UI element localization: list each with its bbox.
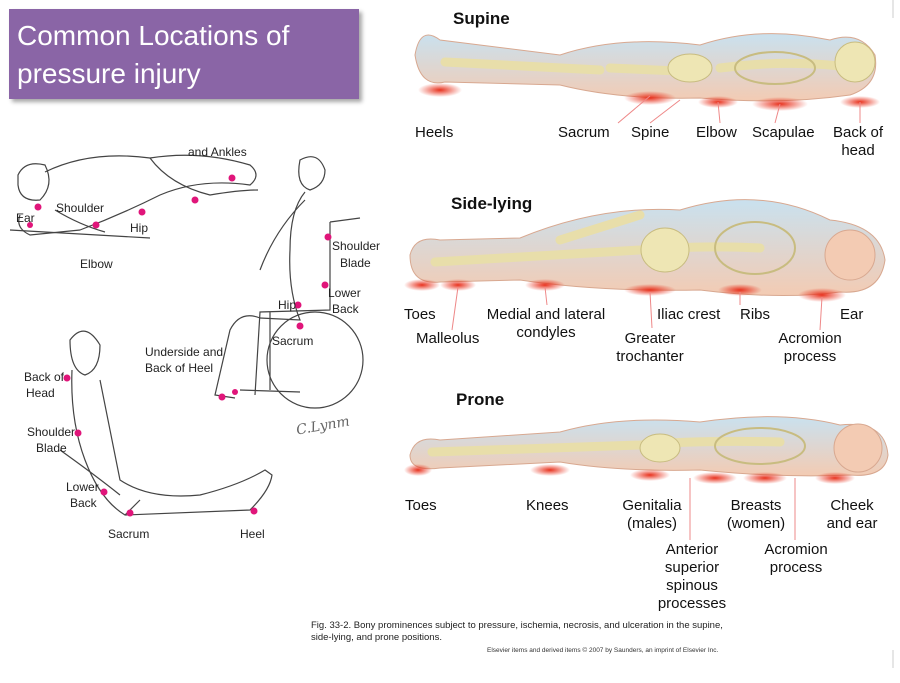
sketch-lying-figure bbox=[9, 154, 259, 239]
label-underside-2: Back of Heel bbox=[145, 361, 214, 375]
label-acromion-prone-1: Acromion bbox=[764, 541, 828, 558]
label-ribs: Ribs bbox=[740, 306, 771, 323]
caption-line-2: side-lying, and prone positions. bbox=[311, 632, 442, 643]
heading-side-lying: Side-lying bbox=[451, 194, 533, 213]
label-rc-heel: Heel bbox=[240, 527, 265, 541]
label-medial-1: Medial and lateral bbox=[486, 306, 606, 323]
label-malleolus: Malleolus bbox=[416, 330, 480, 347]
heading-prone: Prone bbox=[456, 390, 505, 409]
label-genitalia-2: (males) bbox=[626, 515, 677, 532]
prone-figure bbox=[404, 416, 889, 540]
label-cheek-2: and ear bbox=[826, 515, 878, 532]
label-underside-1: Underside and bbox=[145, 345, 224, 359]
label-wc-shoulder: Shoulder bbox=[332, 239, 381, 253]
label-iliac-crest: Iliac crest bbox=[657, 306, 721, 323]
label-medial-2: condyles bbox=[516, 324, 576, 341]
label-acromion-prone-2: process bbox=[769, 559, 823, 576]
label-greater-1: Greater bbox=[624, 330, 676, 347]
label-ear: Ear bbox=[16, 211, 35, 225]
label-rc-blade: Blade bbox=[36, 441, 67, 455]
label-rc-lower: Lower bbox=[66, 480, 99, 494]
title-line-2: pressure injury bbox=[17, 58, 201, 89]
label-spine: Spine bbox=[631, 124, 670, 141]
heading-supine: Supine bbox=[453, 9, 510, 28]
label-heels: Heels bbox=[415, 124, 454, 141]
label-rc-shoulder: Shoulder bbox=[27, 425, 76, 439]
label-breasts-2: (women) bbox=[726, 515, 786, 532]
label-anterior-3: spinous bbox=[666, 577, 718, 594]
label-toes-prone: Toes bbox=[405, 497, 437, 514]
label-acromion-side-2: process bbox=[783, 348, 837, 365]
label-back-of-head-2: head bbox=[841, 142, 875, 159]
label-wc-back: Back bbox=[332, 302, 359, 316]
sketch-wheelchair-markers bbox=[218, 233, 332, 401]
copyright-note: Elsevier items and derived items © 2007 … bbox=[487, 647, 719, 654]
label-ear-side: Ear bbox=[840, 306, 864, 323]
side-lying-figure bbox=[404, 199, 886, 331]
figure-caption: Fig. 33-2. Bony prominences subject to p… bbox=[311, 620, 801, 644]
label-shoulder: Shoulder bbox=[56, 201, 105, 215]
label-wc-hip: Hip bbox=[278, 298, 297, 312]
label-breasts-1: Breasts bbox=[730, 497, 782, 514]
supine-figure bbox=[414, 33, 880, 124]
label-rc-back: Back bbox=[70, 496, 97, 510]
label-wc-lower: Lower bbox=[328, 286, 361, 300]
title-box: Common Locations of pressure injury bbox=[9, 9, 359, 99]
label-rc-sacrum: Sacrum bbox=[108, 527, 150, 541]
label-genitalia-1: Genitalia bbox=[622, 497, 682, 514]
label-back-of: Back of bbox=[24, 370, 65, 384]
sketch-wheelchair bbox=[214, 156, 364, 409]
label-greater-2: trochanter bbox=[616, 348, 684, 365]
label-back-of-head-1: Back of bbox=[832, 124, 884, 141]
label-elbow: Elbow bbox=[80, 257, 113, 271]
caption-line-1: Fig. 33-2. Bony prominences subject to p… bbox=[311, 620, 723, 631]
label-knees: Knees bbox=[526, 497, 569, 514]
label-anterior-4: processes bbox=[657, 595, 727, 612]
label-wc-blade: Blade bbox=[340, 256, 371, 270]
label-acromion-side-1: Acromion bbox=[778, 330, 842, 347]
label-scapulae: Scapulae bbox=[752, 124, 815, 141]
label-anterior-2: superior bbox=[664, 559, 720, 576]
label-wc-sacrum: Sacrum bbox=[272, 334, 314, 348]
label-and-ankles: and Ankles bbox=[188, 145, 247, 159]
label-cheek-1: Cheek bbox=[830, 497, 874, 514]
label-head: Head bbox=[26, 386, 55, 400]
sketch-reclining-markers bbox=[63, 374, 258, 517]
label-hip: Hip bbox=[130, 221, 149, 235]
label-sacrum: Sacrum bbox=[558, 124, 610, 141]
label-elbow-supine: Elbow bbox=[696, 124, 737, 141]
title-line-1: Common Locations of bbox=[17, 20, 290, 51]
label-toes-side: Toes bbox=[404, 306, 436, 323]
label-anterior-1: Anterior bbox=[665, 541, 719, 558]
sketch-lying-markers bbox=[27, 174, 236, 229]
